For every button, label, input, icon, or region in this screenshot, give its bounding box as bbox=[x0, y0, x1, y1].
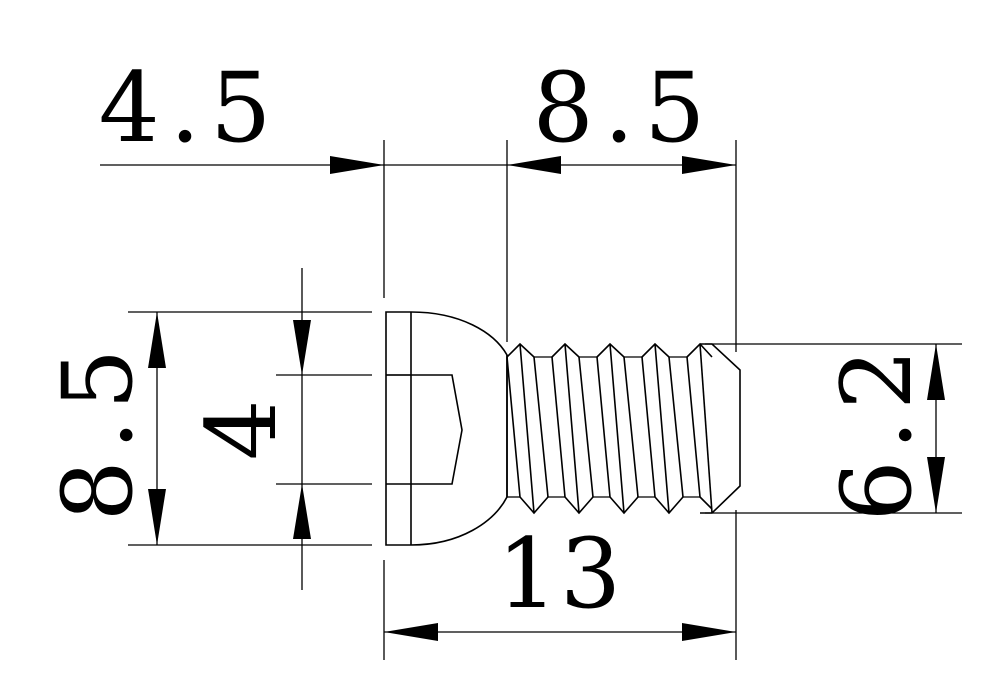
arrowheads bbox=[148, 156, 945, 641]
head-diameter-label: 8.5 bbox=[42, 339, 154, 522]
arrow-total-length-right bbox=[682, 623, 736, 641]
total-length-label: 13 bbox=[497, 518, 623, 630]
extension-lines bbox=[128, 140, 962, 660]
socket-width-label: 4 bbox=[186, 399, 298, 460]
arrow-thread-diameter-bottom bbox=[927, 457, 945, 513]
arrow-thread-length-left bbox=[507, 156, 561, 174]
head-length-label: 4.5 bbox=[99, 52, 282, 164]
thread-body bbox=[506, 343, 741, 514]
socket-outline bbox=[386, 374, 463, 485]
thread-crests bbox=[506, 342, 713, 515]
arrow-total-length-left bbox=[384, 623, 438, 641]
arrow-head-length bbox=[330, 156, 384, 174]
thread-length-label: 8.5 bbox=[533, 52, 716, 164]
screw-head bbox=[385, 311, 508, 546]
arrow-head-diameter-top bbox=[148, 312, 166, 368]
thread-diameter-label: 6.2 bbox=[821, 339, 933, 522]
arrow-socket-top bbox=[293, 320, 311, 375]
screw-part bbox=[385, 311, 741, 546]
arrow-thread-diameter-top bbox=[927, 344, 945, 400]
dimension-labels: 4.5 8.5 13 8.5 4 6.2 bbox=[42, 52, 933, 630]
arrow-socket-bottom bbox=[293, 484, 311, 539]
arrow-thread-length-right bbox=[682, 156, 736, 174]
arrow-head-diameter-bottom bbox=[148, 489, 166, 545]
